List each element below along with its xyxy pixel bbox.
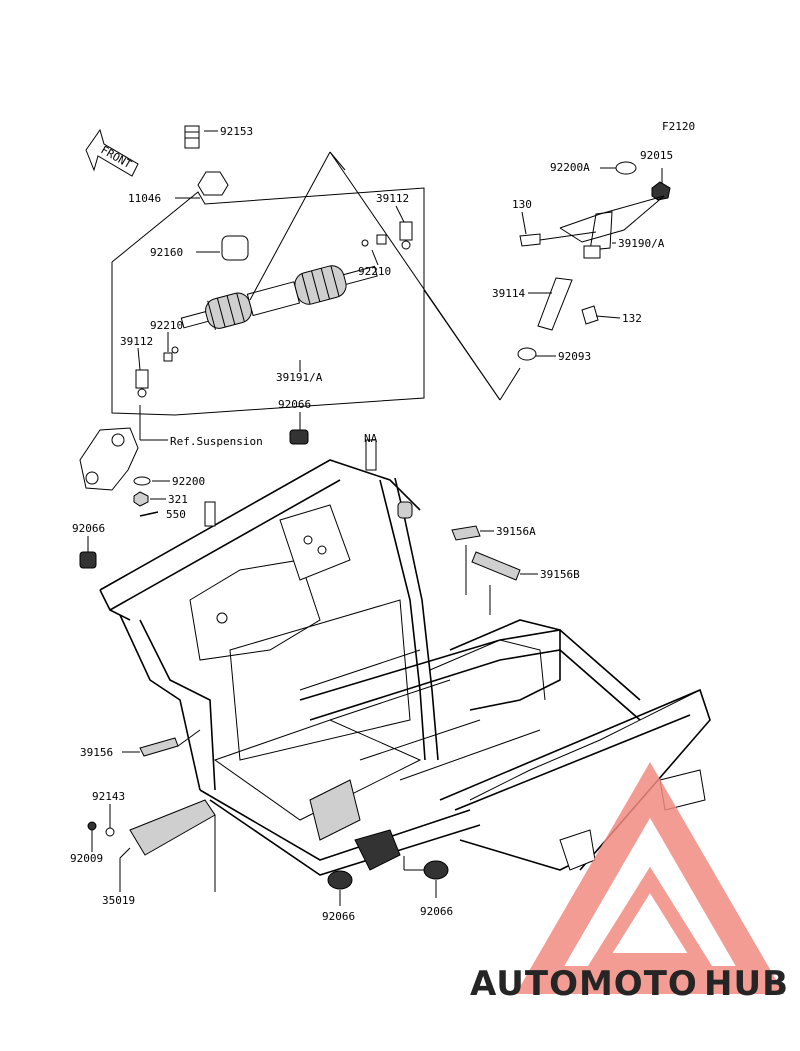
label-92066-bottom-right: 92066 bbox=[420, 905, 453, 918]
steering-column-group bbox=[329, 151, 671, 401]
label-92210-top: 92210 bbox=[358, 265, 391, 278]
label-92153: 92153 bbox=[220, 125, 253, 138]
label-92143: 92143 bbox=[92, 790, 125, 803]
pad-39156b bbox=[471, 551, 521, 581]
label-132: 132 bbox=[622, 312, 642, 325]
watermark-text-part2: HUB bbox=[704, 964, 789, 1004]
label-321: 321 bbox=[168, 493, 188, 506]
diagram-code: F2120 bbox=[662, 120, 695, 133]
label-39191a: 39191/A bbox=[276, 371, 323, 384]
label-92066-bottom-left: 92066 bbox=[322, 910, 355, 923]
pad-39156a bbox=[451, 525, 481, 541]
watermark-text-part1: AUTOMOTO bbox=[470, 964, 698, 1004]
label-92009: 92009 bbox=[70, 852, 103, 865]
label-39112-top: 39112 bbox=[376, 192, 409, 205]
label-39156a: 39156A bbox=[496, 525, 536, 538]
label-11046: 11046 bbox=[128, 192, 161, 205]
pad-39156 bbox=[139, 737, 179, 757]
label-39190a: 39190/A bbox=[618, 237, 665, 250]
label-92015: 92015 bbox=[640, 149, 673, 162]
label-39114: 39114 bbox=[492, 287, 525, 300]
label-92066-left: 92066 bbox=[72, 522, 105, 535]
knuckle-part bbox=[79, 405, 141, 491]
label-ref-suspension: Ref.Suspension bbox=[170, 435, 263, 448]
label-92066-top: 92066 bbox=[278, 398, 311, 411]
steering-rack-group bbox=[111, 125, 425, 416]
panel-35019 bbox=[129, 799, 216, 856]
bumper-92066-top bbox=[289, 429, 309, 445]
label-35019: 35019 bbox=[102, 894, 135, 907]
watermark-logo: AUTOMOTO HUB bbox=[470, 762, 789, 1004]
label-39112-left: 39112 bbox=[120, 335, 153, 348]
label-550: 550 bbox=[166, 508, 186, 521]
label-92093: 92093 bbox=[558, 350, 591, 363]
label-92200a: 92200A bbox=[550, 161, 590, 174]
front-arrow-icon: FRONT bbox=[85, 128, 139, 177]
label-130: 130 bbox=[512, 198, 532, 211]
label-92210-left: 92210 bbox=[150, 319, 183, 332]
label-39156b: 39156B bbox=[540, 568, 580, 581]
label-39156: 39156 bbox=[80, 746, 113, 759]
label-92200: 92200 bbox=[172, 475, 205, 488]
label-na: NA bbox=[364, 432, 378, 445]
label-92160: 92160 bbox=[150, 246, 183, 259]
